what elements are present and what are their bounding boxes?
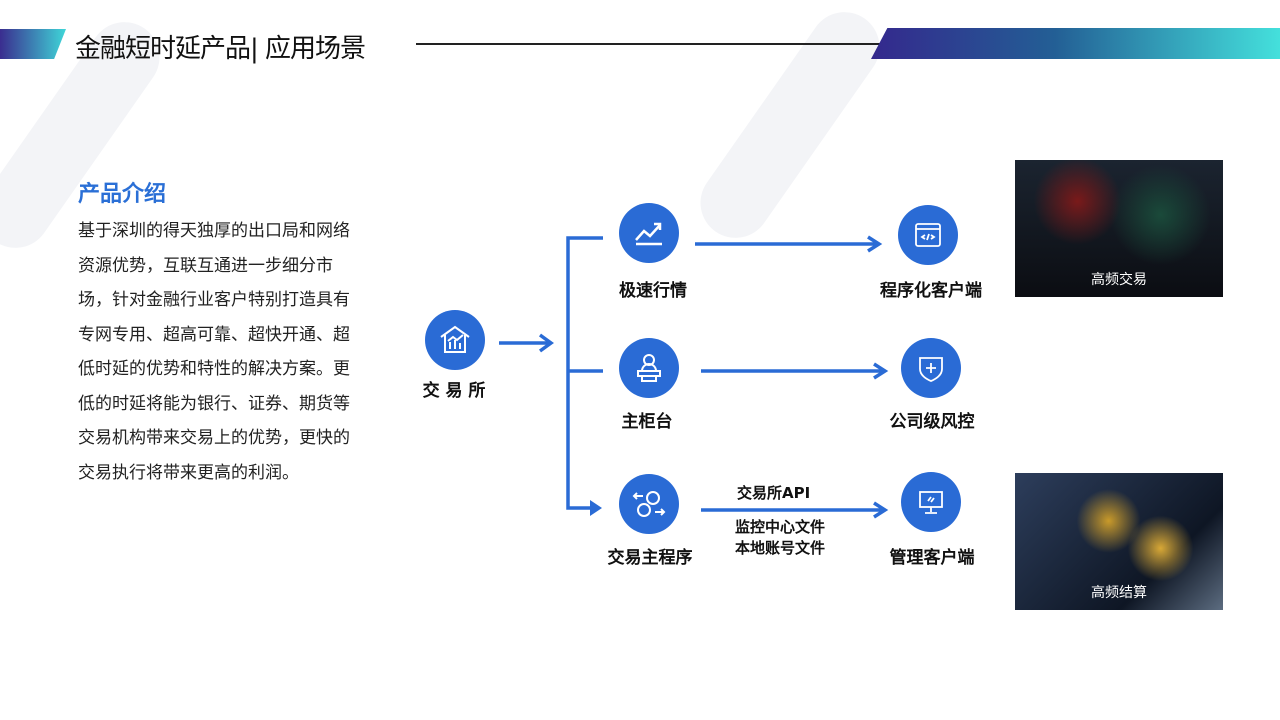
edge-label-api: 交易所API xyxy=(737,484,811,502)
edge-label-monitor-file: 监控中心文件 xyxy=(735,518,826,536)
photo-trading-floor: 高频交易 xyxy=(1015,160,1223,297)
trend-chart-icon xyxy=(619,203,679,263)
intro-body: 基于深圳的得天独厚的出口局和网络资源优势，互联互通进一步细分市场，针对金融行业客… xyxy=(78,221,350,483)
photo-coins-chart: 高频结算 xyxy=(1015,473,1223,610)
intro-heading: 产品介绍 xyxy=(78,182,167,207)
currency-exchange-icon xyxy=(619,474,679,534)
page-title: 金融短时延产品| 应用场景 xyxy=(75,34,366,64)
monitor-icon xyxy=(901,472,961,532)
header-divider xyxy=(416,43,881,45)
photo-caption: 高频结算 xyxy=(1091,585,1147,601)
edge-label-account-file: 本地账号文件 xyxy=(735,539,826,557)
header-accent-right xyxy=(871,28,1280,59)
node-label-risk-control: 公司级风控 xyxy=(889,412,975,432)
shield-plus-icon xyxy=(901,338,961,398)
node-label-market-data: 极速行情 xyxy=(619,281,687,301)
node-label-admin-client: 管理客户端 xyxy=(889,548,975,568)
node-label-exchange: 交 易 所 xyxy=(422,381,486,401)
node-label-program-client: 程序化客户端 xyxy=(880,281,982,301)
header-accent-left xyxy=(0,29,66,59)
counter-person-icon xyxy=(619,338,679,398)
exchange-building-icon xyxy=(425,310,485,370)
code-window-icon xyxy=(898,205,958,265)
photo-caption: 高频交易 xyxy=(1091,272,1147,288)
node-label-trading-program: 交易主程序 xyxy=(607,548,693,568)
node-label-main-counter: 主柜台 xyxy=(621,412,673,432)
